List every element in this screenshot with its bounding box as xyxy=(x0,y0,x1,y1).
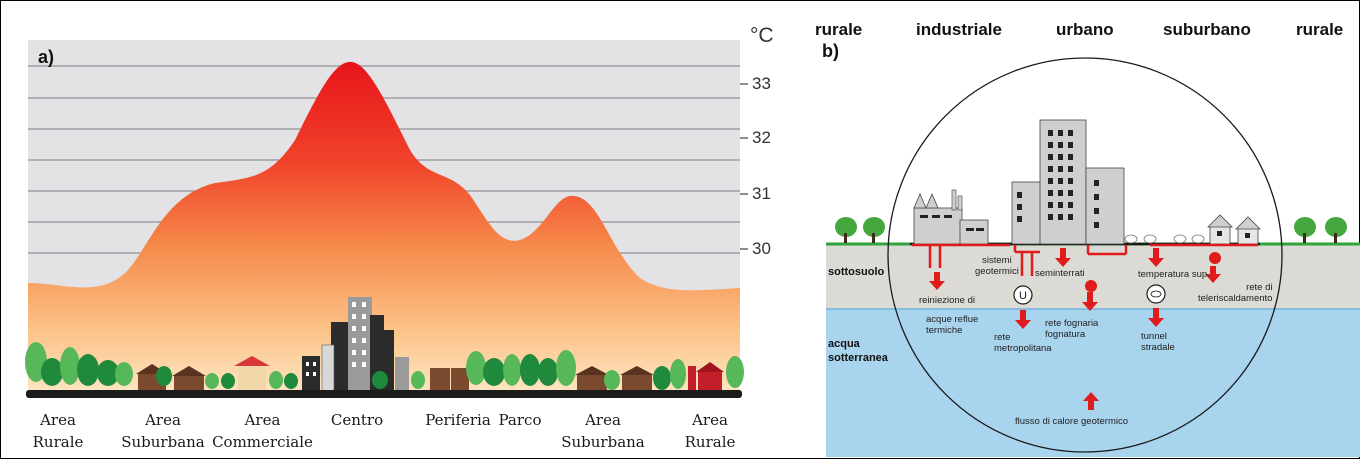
district-heating-dot xyxy=(1209,252,1221,264)
y-tick-31: 31 xyxy=(752,184,771,203)
zone-urbano: urbano xyxy=(1056,20,1114,39)
boundary-circle xyxy=(887,57,1283,453)
zone-suburbano: suburbano xyxy=(1163,20,1251,39)
city-skyline xyxy=(302,297,409,393)
panel-b-tag: b) xyxy=(822,41,839,61)
y-tick-32: 32 xyxy=(752,128,771,147)
label-seminterrati: seminterrati xyxy=(1035,268,1085,279)
groundwater-layer xyxy=(826,309,1360,457)
suburban-houses xyxy=(1207,214,1261,245)
panel-a-tag: a) xyxy=(38,47,55,67)
trees-left xyxy=(835,217,885,243)
heat-arrows xyxy=(929,248,1221,410)
label-centro: Centro xyxy=(330,411,384,429)
unit-label: °C xyxy=(750,24,774,47)
urban-buildings xyxy=(1011,119,1125,245)
zone-rurale-right: rurale xyxy=(1296,20,1344,39)
metro-symbol: U xyxy=(1019,290,1027,302)
heat-island-profile xyxy=(28,61,740,395)
red-infrastructure xyxy=(912,243,1258,276)
zone-rurale-left: rurale xyxy=(815,20,863,39)
label-flusso-calore: flusso di calore geotermico xyxy=(1015,416,1128,427)
label-reiniezione: reiniezione di xyxy=(919,295,975,306)
houses xyxy=(136,356,724,392)
factory xyxy=(913,189,989,245)
cars xyxy=(1124,234,1205,244)
sewer-dot xyxy=(1085,280,1097,292)
metro-icon xyxy=(1013,285,1033,305)
zone-industriale: industriale xyxy=(916,20,1002,39)
layer-sottosuolo: sottosuolo xyxy=(828,266,885,278)
label-temperatura-sup: temperatura sup. xyxy=(1138,269,1210,280)
tunnel-icon xyxy=(1146,284,1166,304)
trees-right xyxy=(1294,217,1347,243)
label-parco: Parco xyxy=(498,411,542,429)
y-ticks-marks xyxy=(740,83,748,250)
ground-bar xyxy=(26,390,742,398)
y-tick-30: 30 xyxy=(752,239,771,258)
y-tick-33: 33 xyxy=(752,74,771,93)
label-periferia: Periferia xyxy=(425,411,491,429)
trees xyxy=(25,342,744,390)
